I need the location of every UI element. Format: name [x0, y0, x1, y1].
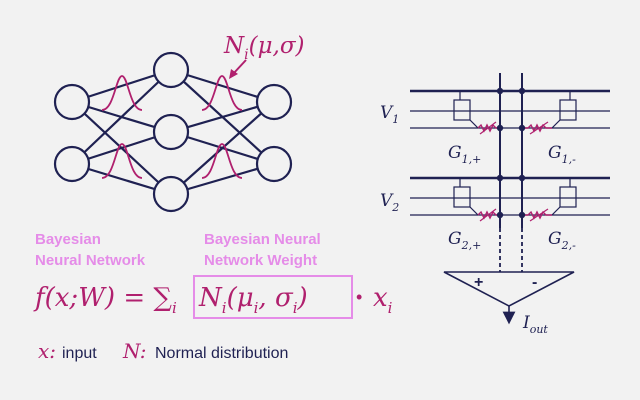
output-current-label: Iout	[522, 313, 548, 336]
junction-dot	[496, 124, 504, 132]
formula-input-term: xi	[373, 283, 393, 317]
hidden-node	[152, 51, 190, 89]
output-node	[255, 145, 293, 183]
transistor-icon	[453, 99, 471, 121]
conductance-g2-plus-label: G2,+	[448, 229, 481, 252]
weight-label-line2: Network Weight	[204, 252, 317, 269]
conductance-g1-minus-label: G1,-	[548, 143, 576, 166]
formula-lhs: f(x;W) = ∑i	[33, 283, 177, 317]
junction-dot	[518, 124, 526, 132]
voltage-v2-label: V2	[380, 191, 399, 214]
voltage-v1-label: V1	[380, 103, 399, 126]
legend-x-symbol: x:	[38, 339, 56, 363]
transistor-icon	[559, 186, 577, 208]
cell-g2-minus	[522, 178, 577, 222]
crossbar-circuit	[410, 73, 610, 325]
hidden-node	[152, 175, 190, 213]
legend-x-text: input	[62, 345, 97, 362]
legend-n-symbol: N:	[122, 339, 147, 363]
transistor-icon	[453, 186, 471, 208]
diff-amplifier	[443, 271, 575, 307]
edge	[170, 101, 275, 195]
junction-dot	[496, 87, 504, 95]
formula-dot: •	[356, 287, 362, 307]
crossbar-labels: V1 V2 G1,+ G1,- G2,+ G2,- + - Iout	[380, 103, 576, 336]
formula-weight-term: Ni(μi, σi)	[198, 283, 308, 317]
output-node	[255, 83, 293, 121]
input-node	[53, 145, 91, 183]
conductance-g1-plus-label: G1,+	[448, 143, 481, 166]
conductance-g2-minus-label: G2,-	[548, 229, 576, 252]
gaussian-curve-icon	[201, 143, 243, 179]
weight-label-line1: Bayesian Neural	[204, 231, 321, 248]
formula: f(x;W) = ∑i Ni(μi, σi) • xi	[33, 275, 393, 319]
junction-dot	[518, 211, 526, 219]
memristor-icon	[522, 123, 552, 133]
neural-network	[53, 51, 293, 213]
gaussian-curve-icon	[101, 143, 143, 179]
junction-dot	[518, 87, 526, 95]
legend: x: input N: Normal distribution	[38, 339, 288, 363]
cell-g1-minus	[522, 91, 577, 135]
hidden-node	[152, 113, 190, 151]
legend-n-text: Normal distribution	[155, 345, 288, 362]
memristor-icon	[522, 210, 552, 220]
junction-dot	[518, 174, 526, 182]
amp-plus-label: +	[474, 274, 483, 291]
edge	[71, 69, 172, 165]
junction-dot	[496, 174, 504, 182]
gaussian-curve-icon	[101, 75, 143, 111]
bnn-label-line2: Neural Network	[35, 252, 146, 269]
input-node	[53, 83, 91, 121]
cell-g1-plus	[453, 91, 500, 135]
junction-dot	[496, 211, 504, 219]
distribution-arrowhead-icon	[229, 69, 238, 79]
bnn-label-line1: Bayesian	[35, 231, 101, 248]
distribution-arrow-icon	[232, 59, 247, 75]
weight-highlight-box	[193, 275, 353, 319]
transistor-icon	[559, 99, 577, 121]
cell-g2-plus	[453, 178, 500, 222]
distribution-label: Ni(μ,σ)	[223, 33, 305, 63]
gaussian-curve-icon	[201, 75, 243, 111]
gaussian-curves	[101, 75, 243, 179]
amp-minus-label: -	[532, 274, 537, 291]
